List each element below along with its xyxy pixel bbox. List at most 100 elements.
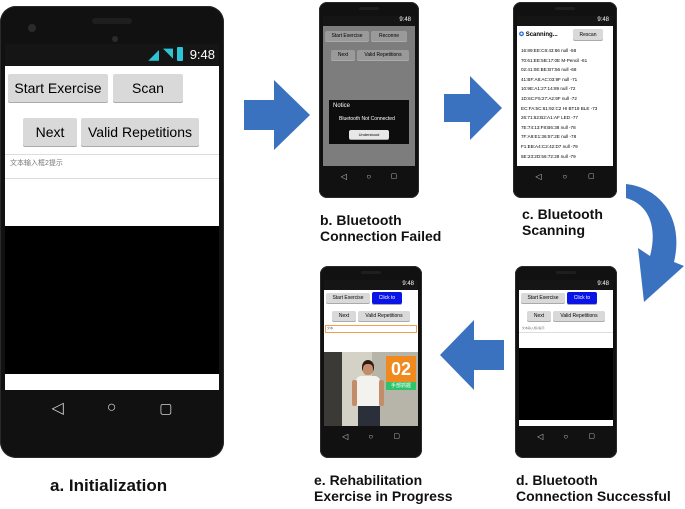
start-exercise-button[interactable]: Start Exercise: [325, 31, 369, 41]
phone-a: ◢ ◥ 9:48 Start Exercise Scan Next Valid …: [0, 6, 224, 458]
status-bar: 9:48: [323, 16, 415, 26]
caption-b-line1: b. Bluetooth: [320, 212, 402, 228]
camera-preview: 02 手部抓握: [324, 352, 418, 426]
back-icon[interactable]: ◁: [51, 400, 64, 417]
rescan-button[interactable]: Rescan: [573, 29, 603, 40]
next-button[interactable]: Next: [331, 50, 355, 60]
device-list-item[interactable]: F1:EB:A4:C2:42:D7 null -79: [521, 144, 578, 149]
device-list-item[interactable]: 41:BF:A8:AC:03:9F null -71: [521, 76, 578, 82]
device-list-item[interactable]: 7F:A9:E1:36:57:2E null -78: [521, 134, 577, 140]
arrow-b-to-c: [444, 76, 502, 140]
back-icon[interactable]: ◁: [535, 171, 542, 181]
signal-icon: ◢: [148, 46, 159, 62]
device-list-item[interactable]: EC:FA:5C:61:92:C2 HI BT18 BLE -73: [521, 105, 598, 111]
person-legs: [358, 406, 380, 426]
caption-d-line2: Connection Successful: [516, 488, 671, 505]
divider: [519, 332, 613, 333]
speaker: [92, 18, 132, 24]
caption-e: e. Rehabilitation Exercise in Progress: [314, 472, 453, 504]
status-time: 9:48: [597, 281, 609, 287]
recents-icon[interactable]: ▢: [159, 399, 173, 416]
nav-bar: ◁ ○ ▢: [0, 392, 224, 424]
valid-repetitions-button[interactable]: Valid Repetitions: [357, 50, 409, 60]
camera: [28, 24, 36, 32]
device-list-item[interactable]: 16:89:EE:C8:43:66 null -58: [521, 48, 577, 53]
start-exercise-button[interactable]: Start Exercise: [521, 293, 565, 303]
caption-d: d. Bluetooth Connection Successful: [516, 472, 671, 504]
reconnect-button[interactable]: Reconne: [371, 31, 407, 41]
battery-icon: [177, 47, 183, 61]
device-list-item[interactable]: 02:41:0E:BE:B7:56 null -68: [521, 67, 577, 73]
wifi-icon: ◥: [163, 45, 173, 60]
back-icon[interactable]: ◁: [340, 171, 347, 181]
understood-button[interactable]: Understood: [349, 130, 389, 139]
sensor: [112, 36, 118, 42]
device-list-item[interactable]: 10:9E:A1:27:14:89 null -72: [521, 86, 576, 92]
back-icon[interactable]: ◁: [537, 431, 544, 441]
status-time: 9:48: [189, 47, 215, 62]
start-exercise-button[interactable]: Start Exercise: [8, 74, 108, 102]
home-icon[interactable]: ○: [563, 431, 569, 441]
status-time: 9:48: [597, 17, 609, 23]
scan-button[interactable]: Scan: [113, 74, 183, 102]
nav-bar: ◁ ○ ▢: [320, 428, 422, 444]
device-list-item[interactable]: 70:61:EE:5B:17:0E M-Pencil -61: [521, 57, 588, 63]
status-bar: ◢ ◥ 9:48: [5, 44, 219, 66]
app-body: ✪ Scanning... Rescan 16:89:EE:C8:43:66 n…: [517, 26, 613, 166]
device-list-item[interactable]: 5E:23:2D:56:72:28 null -79: [521, 153, 576, 159]
notice-dialog: Notice Bluetooth Not Connected Understoo…: [329, 100, 409, 144]
speaker: [361, 271, 381, 274]
home-icon[interactable]: ○: [562, 171, 568, 181]
person-face: [363, 364, 373, 375]
counter-caption: 手部抓握: [386, 382, 416, 390]
person-arm-left: [352, 380, 357, 406]
speaker: [555, 7, 575, 10]
recents-icon[interactable]: ▢: [393, 433, 400, 440]
phone-b: 9:48 Start Exercise Reconne Next Valid R…: [319, 2, 419, 198]
counter-caption-text: 手部抓握: [390, 383, 411, 389]
valid-repetitions-button[interactable]: Valid Repetitions: [81, 118, 199, 146]
speaker: [359, 7, 379, 10]
person-arm-right: [379, 380, 384, 406]
home-icon[interactable]: ○: [366, 171, 372, 181]
click-to-button[interactable]: Click to: [372, 292, 402, 304]
caption-a: a. Initialization: [50, 476, 168, 495]
caption-d-line1: d. Bluetooth: [516, 472, 598, 488]
text-input-hint[interactable]: 文本输入框2提示: [10, 160, 63, 167]
phone-c-screen: 9:48 ✪ Scanning... Rescan 16:89:EE:C8:43…: [517, 16, 613, 166]
caption-b: b. Bluetooth Connection Failed: [320, 212, 441, 244]
home-icon[interactable]: ○: [106, 399, 117, 416]
phone-a-screen: ◢ ◥ 9:48 Start Exercise Scan Next Valid …: [5, 44, 219, 390]
bottom-strip: [519, 420, 613, 426]
valid-repetitions-button[interactable]: Valid Repetitions: [553, 311, 605, 321]
app-body: Start Exercise Click to Next Valid Repet…: [519, 290, 613, 348]
dialog-message: Bluetooth Not Connected: [339, 116, 395, 122]
recents-icon[interactable]: ▢: [390, 173, 398, 180]
phone-d: 9:48 Start Exercise Click to Next Valid …: [515, 266, 617, 458]
back-icon[interactable]: ◁: [342, 431, 349, 441]
start-exercise-button[interactable]: Start Exercise: [326, 293, 370, 303]
device-list-item[interactable]: 7E:74:13:F8:B6:38 null -78: [521, 124, 576, 130]
text-input-hint[interactable]: 文本输入框2提示: [522, 326, 545, 330]
next-button[interactable]: Next: [23, 118, 77, 146]
arrow-c-to-d: [626, 184, 684, 302]
door-frame: [324, 352, 342, 426]
nav-bar: ◁ ○ ▢: [319, 168, 419, 184]
status-bar: 9:48: [324, 280, 418, 290]
text-input-field[interactable]: 文本: [325, 325, 417, 333]
home-icon[interactable]: ○: [368, 431, 374, 441]
recents-icon[interactable]: ▢: [587, 173, 595, 180]
click-to-button[interactable]: Click to: [567, 292, 597, 304]
scanning-status: ✪ Scanning...: [519, 31, 558, 38]
device-list-item[interactable]: 26:71:62:B2:A1:AF LED -77: [521, 115, 578, 121]
phone-d-screen: 9:48 Start Exercise Click to Next Valid …: [519, 280, 613, 426]
recents-icon[interactable]: ▢: [588, 433, 595, 440]
scanning-label: Scanning...: [525, 32, 558, 38]
caption-b-line2: Connection Failed: [320, 228, 442, 245]
next-button[interactable]: Next: [332, 311, 356, 321]
bluetooth-icon: ✪: [519, 32, 525, 38]
next-button[interactable]: Next: [527, 311, 551, 321]
valid-repetitions-button[interactable]: Valid Repetitions: [358, 311, 410, 321]
phone-c: 9:48 ✪ Scanning... Rescan 16:89:EE:C8:43…: [513, 2, 617, 198]
device-list-item[interactable]: 1D:6C:F5:27:A2:9F null -72: [521, 96, 577, 101]
